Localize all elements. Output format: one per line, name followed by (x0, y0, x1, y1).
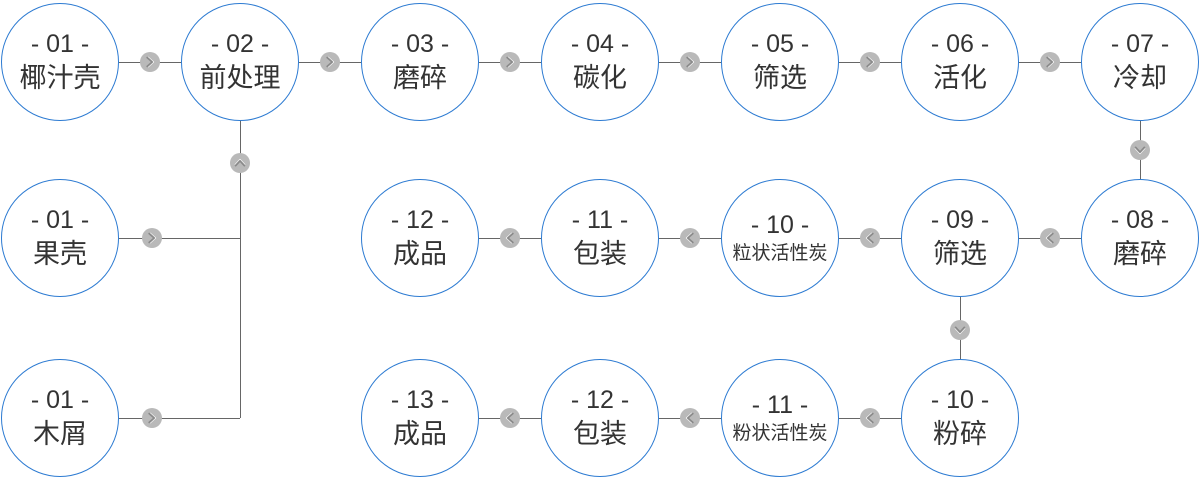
arrow-left-icon (680, 228, 700, 248)
flow-node-screening-2: - 09 - 筛选 (901, 179, 1019, 297)
arrow-left-icon (860, 408, 880, 428)
arrow-down-icon (950, 320, 970, 340)
step-number: - 10 - (750, 211, 810, 240)
step-label: 活化 (933, 62, 987, 93)
flow-node-packaging-powdered: - 12 - 包装 (541, 359, 659, 477)
arrow-right-icon (680, 52, 700, 72)
arrow-left-icon (860, 228, 880, 248)
step-number: - 01 - (30, 205, 90, 234)
arrow-left-icon (500, 408, 520, 428)
flow-node-sawdust: - 01 - 木屑 (1, 359, 119, 477)
step-label: 包装 (573, 238, 627, 269)
step-label: 成品 (393, 238, 447, 269)
step-number: - 01 - (30, 29, 90, 58)
flow-node-granular-activated-carbon: - 10 - 粒状活性炭 (721, 179, 839, 297)
arrow-right-icon (1040, 52, 1060, 72)
step-label: 粉状活性炭 (732, 423, 828, 445)
step-label: 椰汁壳 (19, 62, 101, 93)
step-number: - 01 - (30, 385, 90, 414)
step-number: - 07 - (1110, 29, 1170, 58)
flow-node-crushing: - 10 - 粉碎 (901, 359, 1019, 477)
arrow-right-icon (860, 52, 880, 72)
step-number: - 02 - (210, 29, 270, 58)
step-number: - 04 - (570, 29, 630, 58)
flow-node-grinding: - 03 - 磨碎 (361, 3, 479, 121)
step-number: - 11 - (751, 391, 809, 420)
step-label: 粉碎 (933, 418, 987, 449)
flow-node-pretreatment: - 02 - 前处理 (181, 3, 299, 121)
step-number: - 09 - (930, 205, 990, 234)
flow-node-activation: - 06 - 活化 (901, 3, 1019, 121)
step-label: 果壳 (33, 238, 87, 269)
flow-node-nut-shell: - 01 - 果壳 (1, 179, 119, 297)
step-number: - 05 - (750, 29, 810, 58)
flow-node-finished-product-granular: - 12 - 成品 (361, 179, 479, 297)
flow-node-cooling: - 07 - 冷却 (1081, 3, 1199, 121)
step-number: - 06 - (930, 29, 990, 58)
step-label: 磨碎 (1113, 238, 1167, 269)
flow-node-packaging-granular: - 11 - 包装 (541, 179, 659, 297)
arrow-right-icon (320, 52, 340, 72)
step-label: 粒状活性炭 (732, 243, 828, 265)
arrow-right-icon (142, 408, 162, 428)
step-label: 筛选 (933, 238, 987, 269)
flow-node-carbonization: - 04 - 碳化 (541, 3, 659, 121)
arrow-right-icon (500, 52, 520, 72)
arrow-right-icon (142, 228, 162, 248)
step-label: 前处理 (199, 62, 281, 93)
arrow-left-icon (500, 228, 520, 248)
flow-node-grinding-2: - 08 - 磨碎 (1081, 179, 1199, 297)
step-label: 木屑 (33, 418, 87, 449)
step-label: 碳化 (573, 62, 627, 93)
step-label: 包装 (573, 418, 627, 449)
arrow-left-icon (680, 408, 700, 428)
connector-line-vertical (240, 121, 241, 418)
arrow-down-icon (1130, 140, 1150, 160)
step-label: 筛选 (753, 62, 807, 93)
step-number: - 12 - (390, 205, 450, 234)
step-number: - 13 - (390, 385, 450, 414)
connector-line-horizontal (119, 418, 240, 419)
flow-node-powdered-activated-carbon: - 11 - 粉状活性炭 (721, 359, 839, 477)
step-number: - 03 - (390, 29, 450, 58)
step-label: 磨碎 (393, 62, 447, 93)
step-label: 成品 (393, 418, 447, 449)
step-number: - 12 - (570, 385, 630, 414)
connector-line-horizontal (119, 238, 240, 239)
flow-node-screening: - 05 - 筛选 (721, 3, 839, 121)
arrow-up-icon (230, 153, 250, 173)
step-label: 冷却 (1113, 62, 1167, 93)
arrow-right-icon (140, 52, 160, 72)
step-number: - 11 - (571, 205, 629, 234)
step-number: - 10 - (930, 385, 990, 414)
arrow-left-icon (1040, 228, 1060, 248)
flow-node-finished-product-powdered: - 13 - 成品 (361, 359, 479, 477)
flow-node-coconut-shell: - 01 - 椰汁壳 (1, 3, 119, 121)
step-number: - 08 - (1110, 205, 1170, 234)
